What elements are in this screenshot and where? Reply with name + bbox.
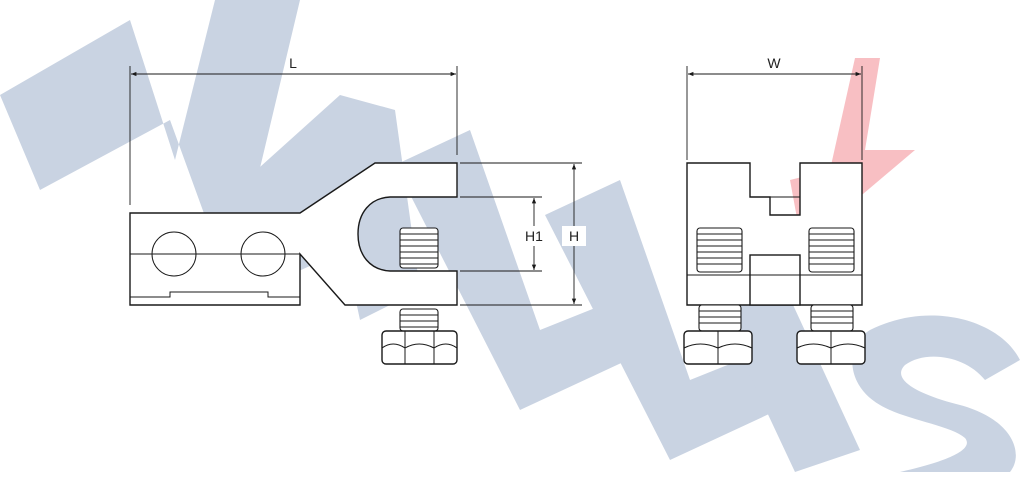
label-inner-height: H1: [525, 228, 543, 244]
hex-nut-side: [381, 330, 458, 365]
label-height: H: [569, 228, 579, 244]
hex-nut-front-left: [683, 330, 753, 365]
dimension-height: H: [460, 162, 586, 306]
base-groove: [129, 291, 300, 305]
watermark-letter-s: [852, 315, 1020, 472]
watermark-letter-l2: [545, 180, 810, 460]
dimension-width: W: [686, 55, 863, 160]
front-view: [683, 162, 866, 365]
front-center-block: [749, 254, 801, 306]
threaded-stud-right: [808, 227, 855, 332]
label-width: W: [767, 55, 781, 71]
watermark-letter-w: [0, 0, 300, 230]
watermark-letter-l1: [395, 130, 660, 410]
conductor-hole-1: [151, 231, 197, 277]
dimension-length: L: [129, 55, 458, 205]
hex-nut-front-right: [796, 330, 866, 365]
label-length: L: [289, 55, 297, 71]
dimension-inner-height: H1: [460, 196, 550, 272]
watermark-letter-i: [705, 255, 860, 472]
clamp-body-side: [129, 162, 458, 306]
threaded-stud-left: [696, 227, 743, 332]
side-view: [129, 162, 458, 365]
threaded-stud: [399, 227, 439, 332]
conductor-hole-2: [240, 231, 286, 277]
